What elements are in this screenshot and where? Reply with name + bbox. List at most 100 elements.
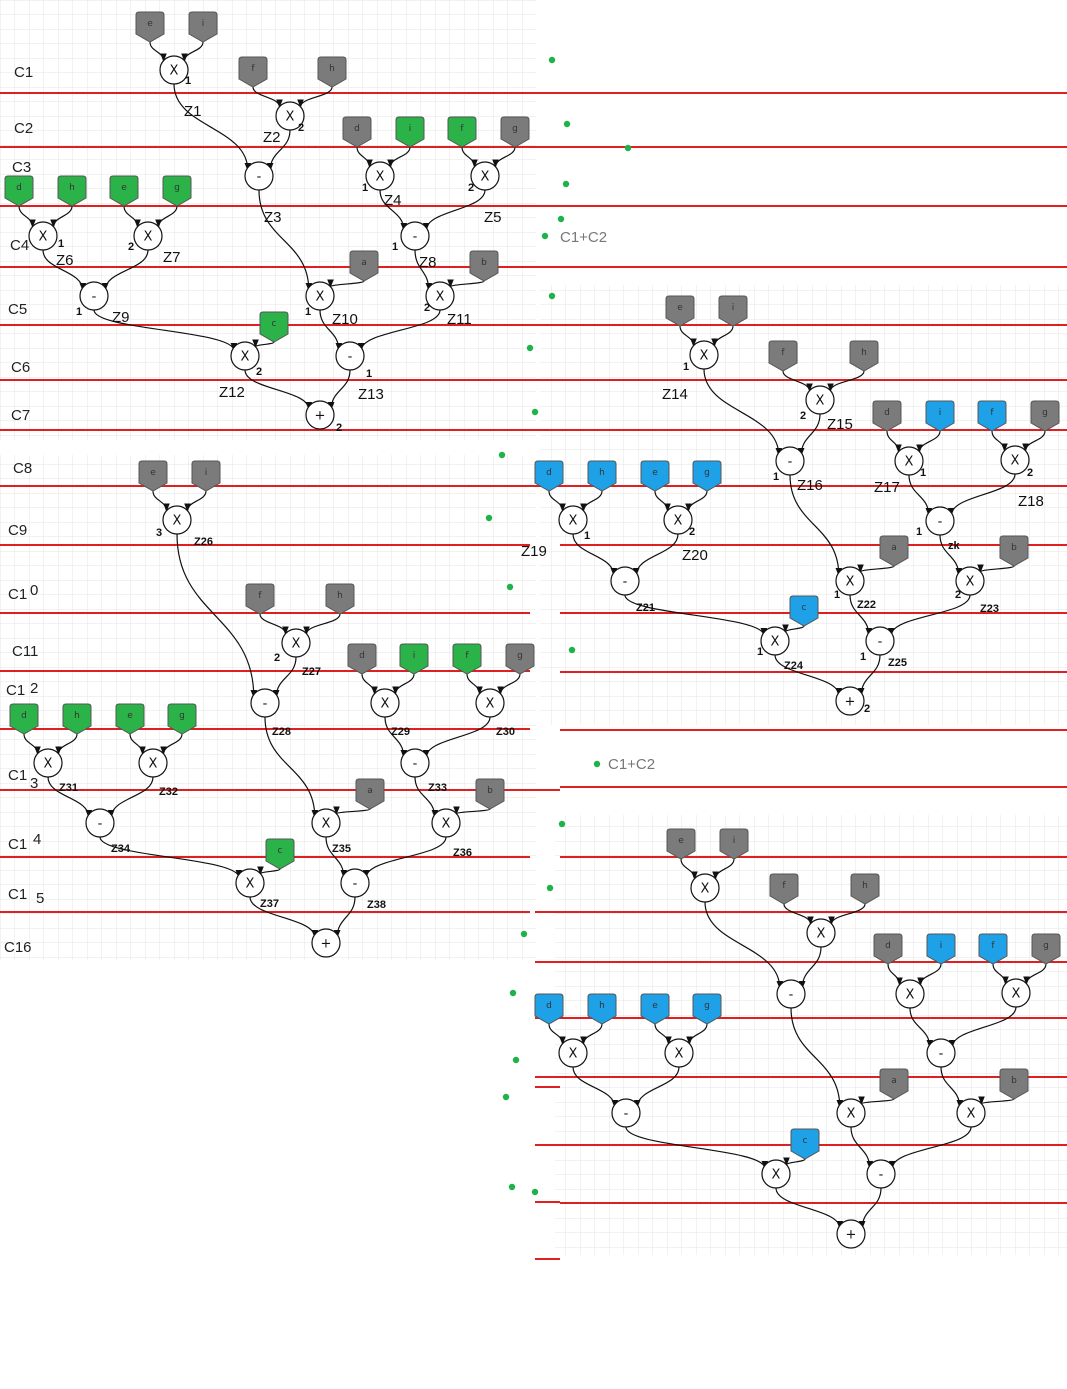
input-f-icon: f: [447, 116, 477, 148]
input-letter: d: [884, 408, 890, 418]
input-i-icon: i: [719, 828, 749, 860]
input-d-icon: d: [342, 116, 372, 148]
input-f-icon: f: [768, 340, 798, 372]
dataflow-edge: [888, 1126, 972, 1170]
input-e-icon: e: [109, 175, 139, 207]
input-d-icon: d: [534, 993, 564, 1025]
dataflow-edge: [129, 733, 146, 755]
op-symbol: -: [789, 988, 794, 1003]
cycle-index: 1: [584, 530, 590, 542]
input-letter: d: [359, 651, 365, 661]
dataflow-edge: [977, 564, 1015, 573]
cycle-label: C1: [8, 886, 27, 903]
input-letter: d: [354, 124, 360, 134]
cycle-label: C9: [8, 522, 27, 539]
input-letter: h: [599, 1001, 605, 1011]
cycle-label-suffix: 2: [30, 680, 38, 697]
cycle-index: 2: [274, 652, 280, 664]
input-i-icon: i: [926, 933, 956, 965]
op-mul-node: X: [558, 1038, 588, 1068]
input-a-icon: a: [879, 535, 909, 567]
cycle-label: C6: [11, 359, 30, 376]
op-symbol: X: [149, 757, 158, 772]
cycle-index: 1: [757, 646, 763, 658]
cycle-index: 1: [392, 241, 398, 253]
z-label: Z16: [797, 477, 823, 494]
dataflow-edge: [774, 654, 843, 697]
cycle-index: 3: [156, 527, 162, 539]
input-letter: b: [1011, 1076, 1017, 1086]
cycle-label: C1: [8, 767, 27, 784]
input-letter: h: [329, 64, 335, 74]
input-g-icon: g: [1031, 933, 1061, 965]
op-add-node: +: [836, 1219, 866, 1249]
cycle-index: 1: [305, 306, 311, 318]
dataflow-edge: [991, 430, 1008, 452]
dataflow-edge: [849, 594, 873, 637]
op-mul-node: X: [33, 748, 63, 778]
dataflow-edge: [123, 205, 141, 228]
input-letter: g: [174, 183, 180, 193]
dataflow-edge: [362, 836, 447, 879]
dataflow-edge: [978, 1096, 1015, 1105]
op-symbol: X: [144, 230, 153, 245]
op-sub-node: -: [776, 979, 806, 1009]
cycle-index: 1: [58, 238, 64, 250]
dataflow-edge: [181, 41, 204, 62]
op-sub-node: -: [775, 446, 805, 476]
op-symbol: X: [569, 514, 578, 529]
dataflow-edge: [798, 946, 822, 990]
edges: [18, 41, 1047, 1230]
input-letter: h: [337, 591, 343, 601]
input-i-icon: i: [925, 400, 955, 432]
z-label: Z25: [888, 657, 907, 669]
input-letter: g: [704, 468, 710, 478]
marker-dot: [563, 120, 571, 128]
dataflow-edge: [18, 205, 36, 228]
op-mul-node: X: [689, 340, 719, 370]
dataflow-edge: [939, 534, 963, 577]
cycle-index: 1: [916, 526, 922, 538]
dataflow-edge: [333, 806, 371, 815]
op-sub-node: -: [925, 506, 955, 536]
input-d-icon: d: [4, 175, 34, 207]
op-symbol: X: [700, 349, 709, 364]
cycle-label: C1: [14, 64, 33, 81]
op-mul-node: X: [805, 385, 835, 415]
grid-panel: [555, 815, 1067, 1255]
cycle-label: C3: [12, 159, 31, 176]
op-sub-node: -: [865, 626, 895, 656]
cycle-label: C1: [8, 586, 27, 603]
cycle-index: 2: [800, 410, 806, 422]
input-c-icon: c: [790, 1128, 820, 1160]
input-g-icon: g: [167, 703, 197, 735]
input-letter: d: [546, 1001, 552, 1011]
cycle-label: C5: [8, 301, 27, 318]
op-mul-node: X: [690, 873, 720, 903]
op-symbol: X: [906, 988, 915, 1003]
cycle-label: C1: [8, 836, 27, 853]
input-i-icon: i: [718, 295, 748, 327]
op-symbol: X: [771, 635, 780, 650]
input-d-icon: d: [9, 703, 39, 735]
op-sub-node: -: [866, 1159, 896, 1189]
input-g-icon: g: [505, 643, 535, 675]
op-symbol: X: [381, 697, 390, 712]
marker-dot: [485, 514, 493, 522]
op-mul-node: X: [230, 341, 260, 371]
dataflow-edge: [356, 146, 373, 168]
dataflow-edge: [379, 189, 408, 232]
op-symbol: -: [939, 1047, 944, 1062]
op-symbol: -: [257, 170, 262, 185]
op-mul-node: X: [425, 281, 455, 311]
op-sub-node: -: [610, 566, 640, 596]
z-label: Z14: [662, 386, 688, 403]
input-g-icon: g: [1030, 400, 1060, 432]
input-h-icon: h: [850, 873, 880, 905]
cycle-index: 1: [920, 467, 926, 479]
op-symbol: X: [817, 927, 826, 942]
z-label: Z7: [163, 249, 181, 266]
dataflow-edge: [782, 624, 805, 633]
op-symbol: X: [442, 817, 451, 832]
